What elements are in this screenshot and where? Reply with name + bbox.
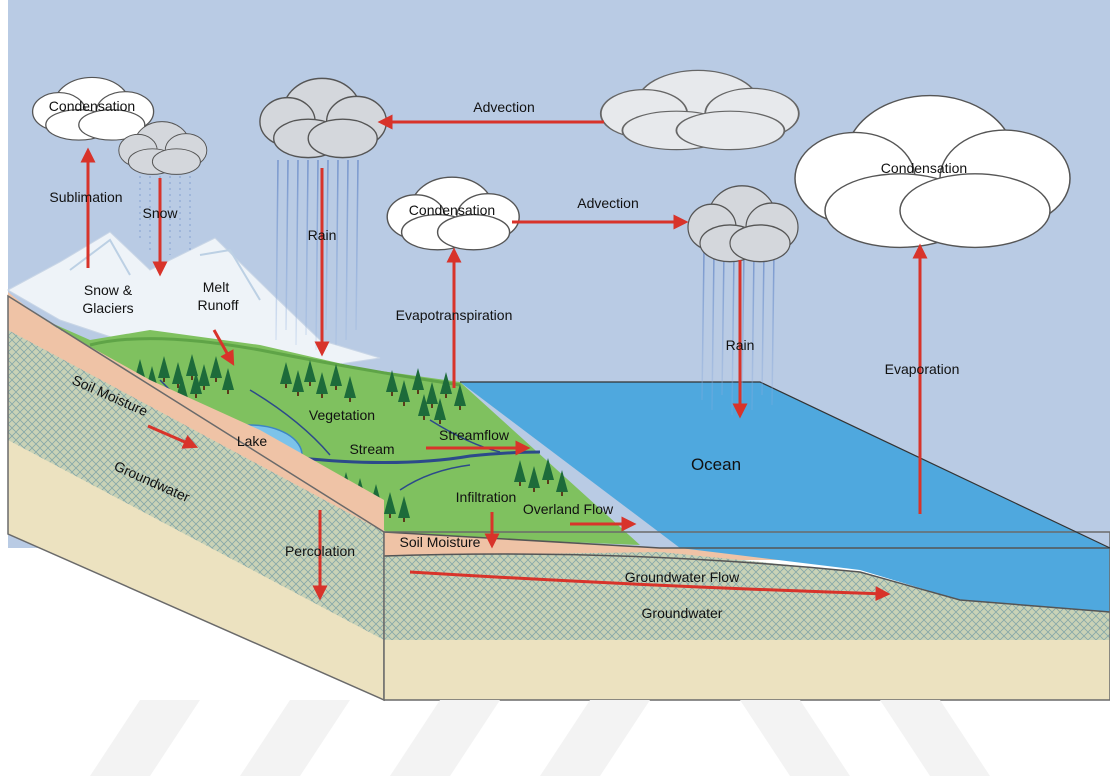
watermark-stripes <box>90 700 990 776</box>
label-overland-flow: Overland Flow <box>523 501 614 517</box>
stream <box>299 450 541 465</box>
melt-runoff-arrow <box>212 329 235 366</box>
label-sublimation: Sublimation <box>49 189 122 205</box>
process-arrows <box>80 114 928 602</box>
label-snow: Snow <box>142 205 178 221</box>
label-percolation: Percolation <box>285 543 355 559</box>
ocean-surface <box>460 382 1110 548</box>
rain-land-streaks <box>275 159 359 351</box>
label-vegetation: Vegetation <box>309 407 375 423</box>
label-rain-ocean: Rain <box>726 337 755 353</box>
label-streamflow: Streamflow <box>439 427 510 443</box>
label-melt-runoff-1: Melt <box>203 279 230 295</box>
label-evaporation: Evaporation <box>885 361 960 377</box>
groundwater-flow-arrow <box>409 570 891 602</box>
soil-moisture-arrow <box>147 424 199 449</box>
label-condensation-left: Condensation <box>49 98 135 114</box>
rain-ocean-streaks <box>701 249 775 416</box>
label-ocean: Ocean <box>691 455 741 474</box>
label-snow-glaciers-2: Glaciers <box>82 300 133 316</box>
label-evapotranspiration: Evapotranspiration <box>396 307 513 323</box>
label-condensation-right: Condensation <box>881 160 967 176</box>
land-surface <box>30 318 640 545</box>
label-groundwater-front: Groundwater <box>642 605 723 621</box>
label-lake: Lake <box>237 433 268 449</box>
label-soil-moisture-front: Soil Moisture <box>400 534 481 550</box>
front-ocean-section <box>680 548 1110 612</box>
label-groundwater-flow: Groundwater Flow <box>625 569 740 585</box>
front-bedrock-layer <box>384 640 1110 700</box>
label-condensation-center: Condensation <box>409 202 495 218</box>
label-infiltration: Infiltration <box>456 489 517 505</box>
label-advection-middle: Advection <box>577 195 638 211</box>
label-rain-land: Rain <box>308 227 337 243</box>
label-advection-top: Advection <box>473 99 534 115</box>
label-melt-runoff-2: Runoff <box>198 297 239 313</box>
label-stream: Stream <box>349 441 394 457</box>
front-groundwater-layer <box>384 552 1110 640</box>
label-snow-glaciers-1: Snow & <box>84 282 133 298</box>
